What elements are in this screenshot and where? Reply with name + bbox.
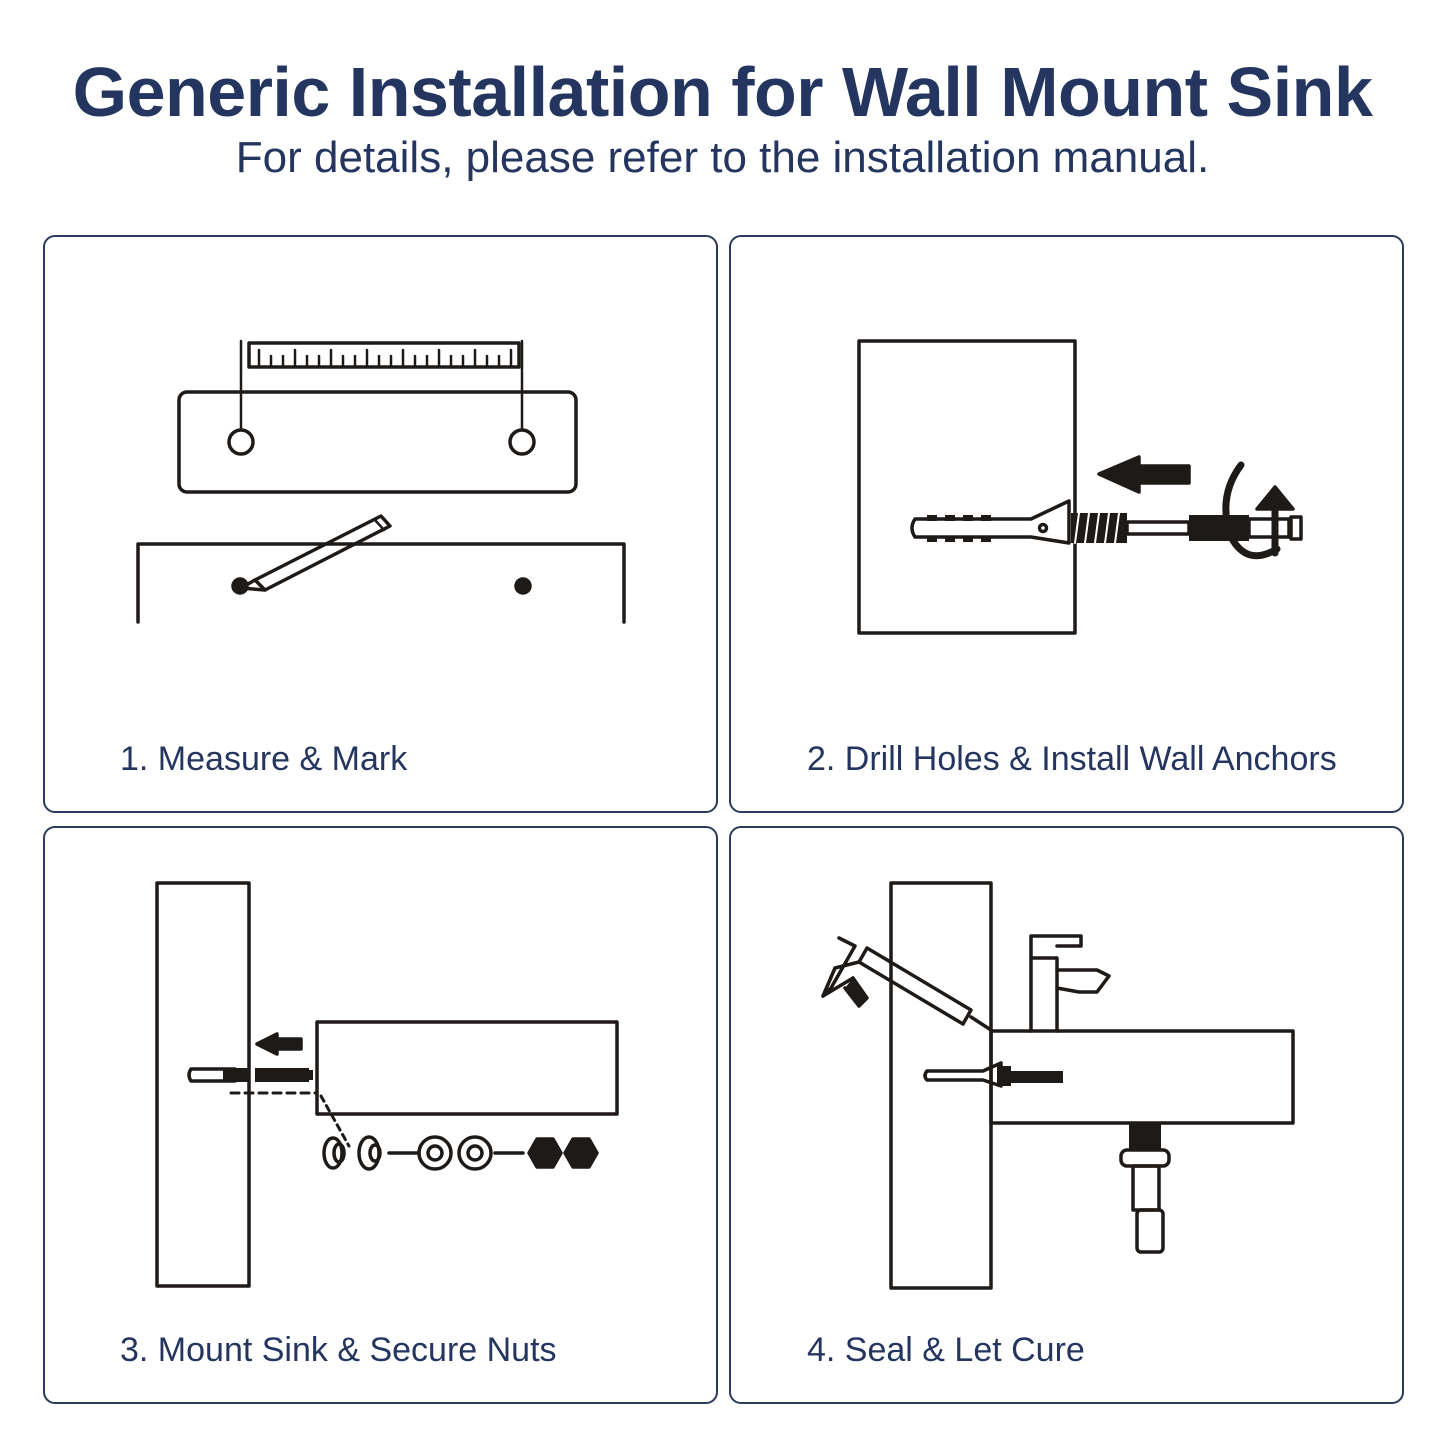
page-subtitle: For details, please refer to the install… [235,133,1210,182]
step-panel-2: 2. Drill Holes & Install Wall Anchors [729,235,1404,813]
sink-bolt-washers-nuts-icon [155,881,619,1288]
page-title: Generic Installation for Wall Mount Sink [72,53,1373,131]
ruler-pencil-icon [136,339,626,624]
caulk-gun-sink-faucet-icon [821,881,1295,1290]
step-label-2: 2. Drill Holes & Install Wall Anchors [807,740,1337,778]
step-label-3: 3. Mount Sink & Secure Nuts [120,1331,557,1369]
step-panel-3: 3. Mount Sink & Secure Nuts [43,826,718,1404]
step-panel-4: 4. Seal & Let Cure [729,826,1404,1404]
step-panel-1: 1. Measure & Mark [43,235,718,813]
ruler-ticks [257,348,513,369]
step-label-4: 4. Seal & Let Cure [807,1331,1085,1369]
step-label-1: 1. Measure & Mark [120,740,408,778]
wall-anchor-screw-icon [857,339,1303,635]
